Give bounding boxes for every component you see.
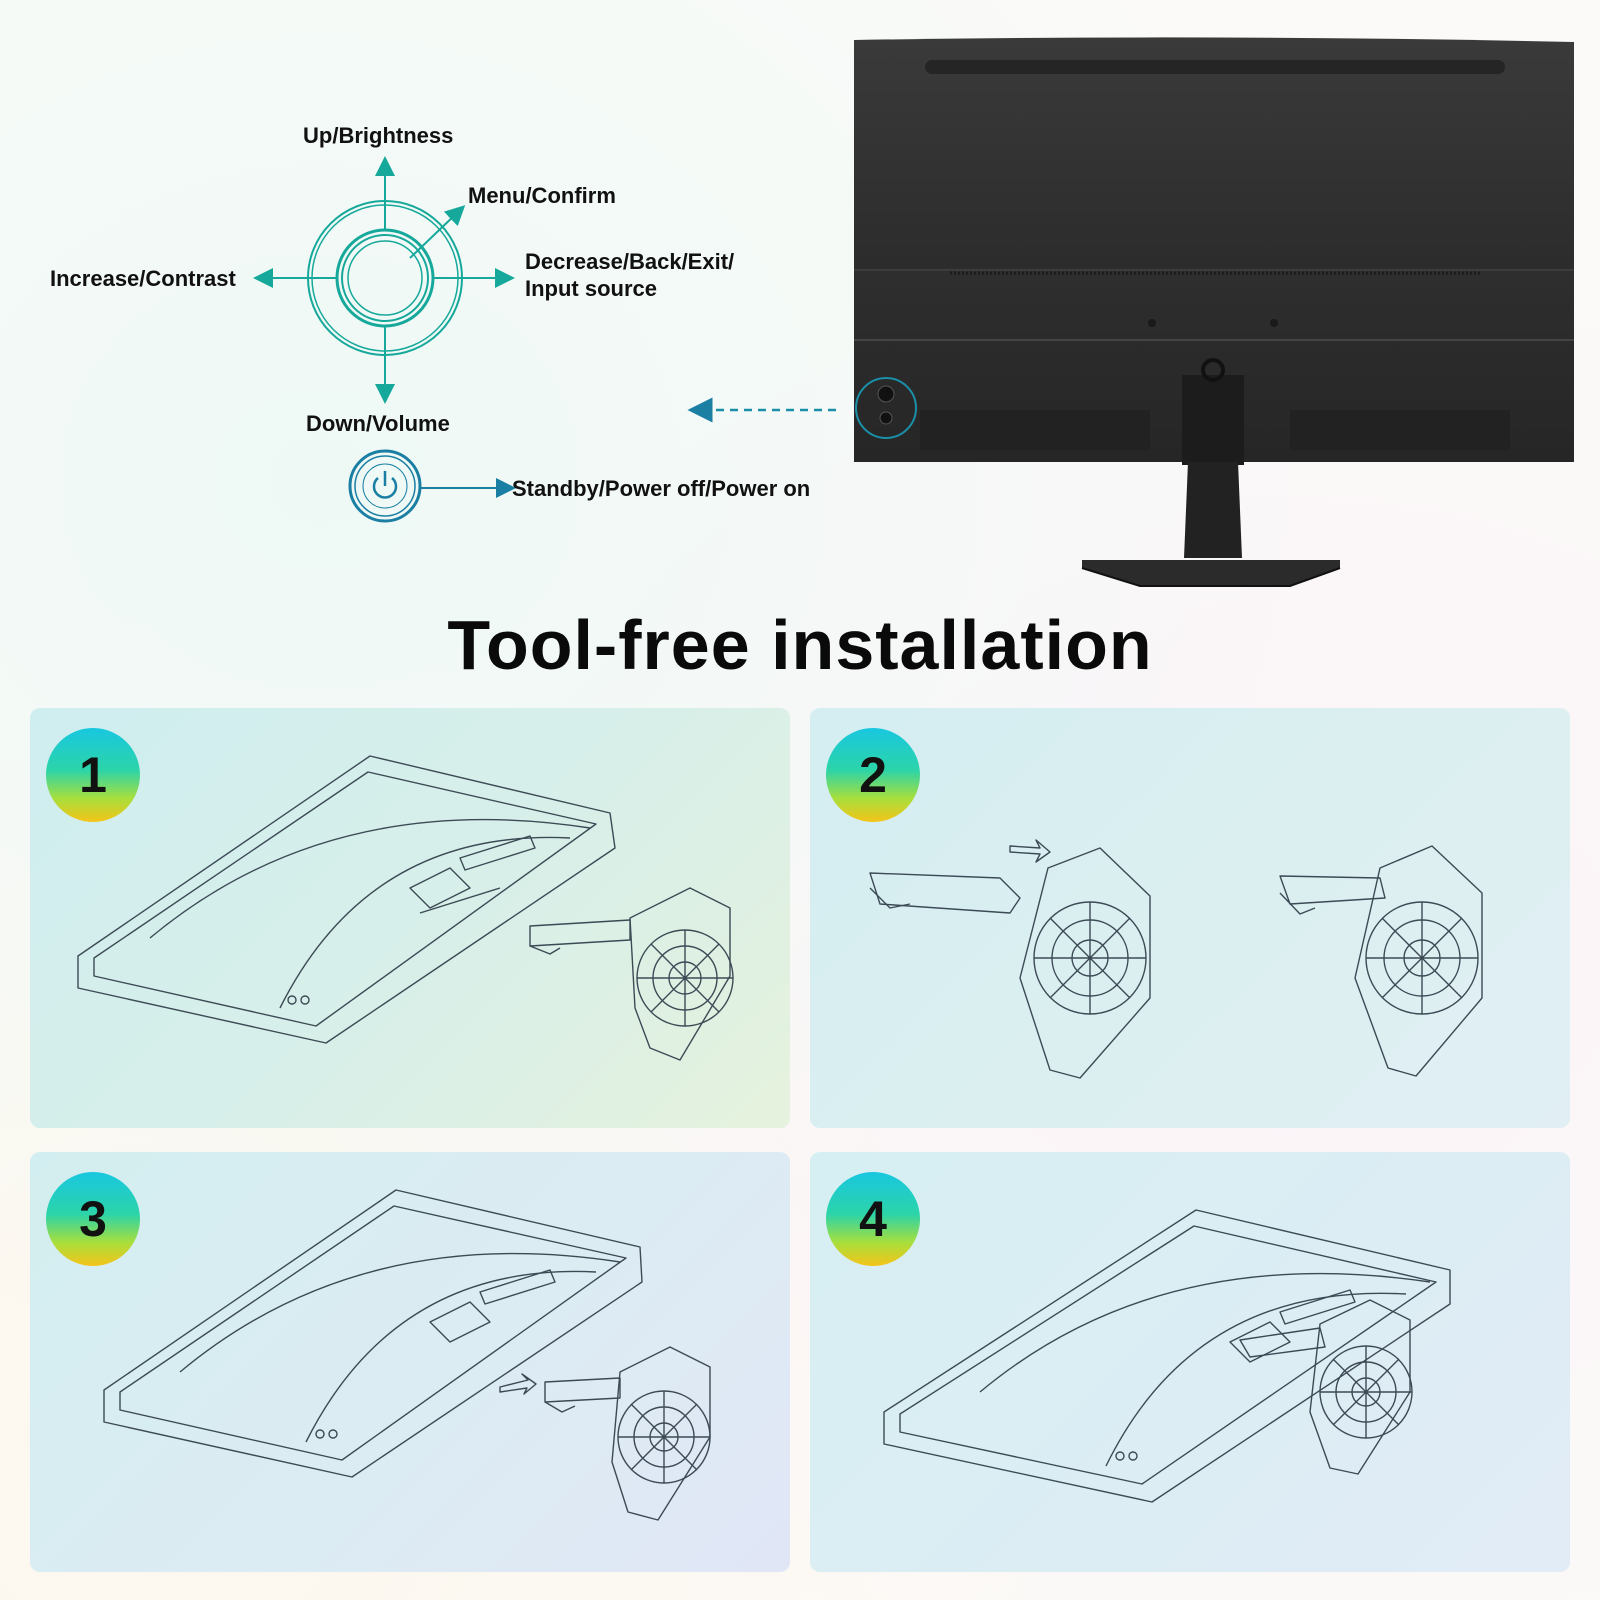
up-brightness-label: Up/Brightness — [303, 123, 454, 148]
decrease-back-line2: Input source — [525, 276, 658, 301]
down-volume-label: Down/Volume — [306, 411, 450, 436]
step-badge-1: 1 — [46, 728, 140, 822]
monitor-rear-image — [854, 37, 1574, 587]
step-badge-2: 2 — [826, 728, 920, 822]
step-badge-4: 4 — [826, 1172, 920, 1266]
menu-arrow — [409, 205, 466, 259]
decrease-back-line1: Decrease/Back/Exit/ — [525, 249, 735, 274]
step-panel-1: 1 — [30, 708, 790, 1128]
decrease-back-label: Decrease/Back/Exit/ Input source — [525, 248, 734, 302]
joystick-diagram — [253, 156, 840, 523]
step-badge-3: 3 — [46, 1172, 140, 1266]
headline: Tool-free installation — [447, 606, 1153, 684]
increase-contrast-label: Increase/Contrast — [50, 266, 236, 291]
step-1-illustration — [77, 755, 734, 1061]
step-panel-4: 4 — [810, 1152, 1570, 1572]
step-4-illustration — [883, 1209, 1451, 1503]
menu-confirm-label: Menu/Confirm — [468, 183, 616, 208]
step-3-illustration — [103, 1189, 711, 1521]
step-panel-2: 2 — [810, 708, 1570, 1128]
power-icon — [348, 449, 422, 523]
power-label: Standby/Power off/Power on — [512, 476, 811, 501]
step-2-illustration — [869, 839, 1483, 1079]
step-panel-3: 3 — [30, 1152, 790, 1572]
